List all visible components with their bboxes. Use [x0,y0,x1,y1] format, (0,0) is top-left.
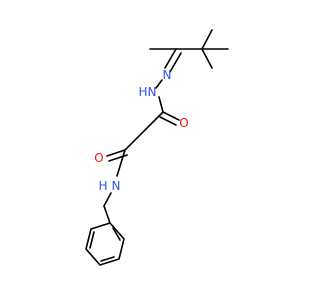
bond [201,29,213,50]
bond [158,96,164,113]
molecule-structure: N H N O O H N [85,29,229,266]
bond [162,111,180,121]
bond [108,154,128,162]
amide-hydrogen-label: H [98,179,107,193]
hydrazone-nitrogen-label: N [163,68,172,82]
bond [89,231,95,249]
bond [201,48,213,69]
bond [116,149,126,177]
bond [100,256,115,262]
hydrazide-nitrogen-label: N [148,85,157,99]
bond [103,192,112,207]
bond [124,126,149,151]
phenyl-ring [85,222,125,266]
bond [164,48,177,69]
bond [147,111,164,128]
bond [169,52,182,73]
bond [159,116,177,126]
hydrazide-oxygen-label: O [179,116,188,130]
amide-nitrogen-label: N [112,179,121,193]
bonds [85,29,229,266]
hydrazide-hydrogen-label: H [138,85,147,99]
bond [106,149,126,157]
bond [103,205,111,224]
bond [155,79,163,89]
atom-labels: N H N O O H N [94,68,188,193]
amide-oxygen-label: O [94,151,103,165]
bond [112,227,121,241]
